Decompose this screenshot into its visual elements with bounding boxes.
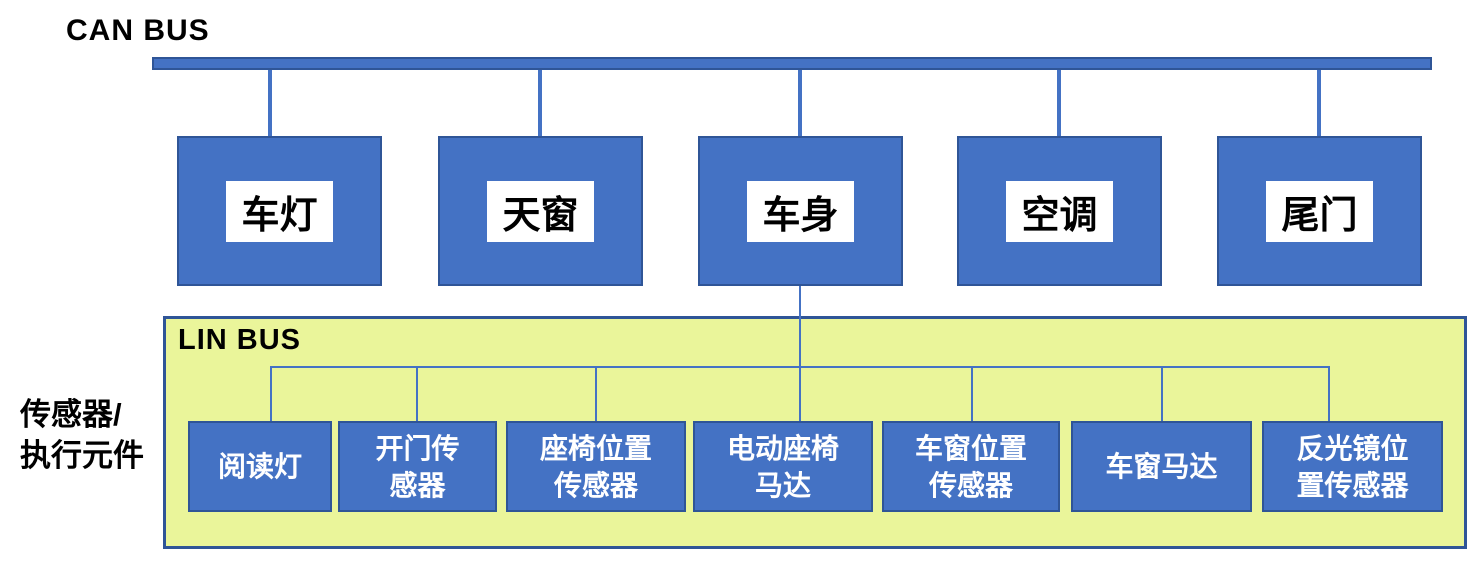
- can-node-car-lights-label: 车灯: [226, 180, 333, 242]
- can-bus-label: CAN BUS: [66, 14, 210, 47]
- lin-node-mirror-position-sensor: 反光镜位置传感器: [1262, 421, 1443, 512]
- lin-node-window-motor: 车窗马达: [1071, 421, 1252, 512]
- lin-node-reading-light: 阅读灯: [188, 421, 332, 512]
- can-connector-sunroof: [538, 70, 542, 136]
- lin-node-window-position-sensor: 车窗位置传感器: [882, 421, 1060, 512]
- lin-node-door-sensor: 开门传感器: [338, 421, 497, 512]
- can-node-ac: 空调: [957, 136, 1162, 286]
- lin-bus-line: [270, 366, 1330, 368]
- lin-connector-window-motor: [1161, 366, 1163, 423]
- can-bus-bar: [152, 57, 1432, 70]
- sensors-actuators-line1: 传感器/: [20, 397, 122, 432]
- can-node-tailgate: 尾门: [1217, 136, 1422, 286]
- can-connector-ac: [1057, 70, 1061, 136]
- lin-connector-window-position-sensor: [971, 366, 973, 423]
- can-connector-tailgate: [1317, 70, 1321, 136]
- lin-connector-mirror-position-sensor: [1328, 366, 1330, 423]
- lin-node-seat-motor: 电动座椅马达: [693, 421, 873, 512]
- lin-connector-door-sensor: [416, 366, 418, 423]
- can-node-car-lights: 车灯: [177, 136, 382, 286]
- lin-node-seat-position-sensor: 座椅位置传感器: [506, 421, 686, 512]
- can-node-body-label: 车身: [747, 180, 854, 242]
- can-connector-car-lights: [268, 70, 272, 136]
- lin-connector-reading-light: [270, 366, 272, 423]
- sensors-actuators-label: 传感器/ 执行元件: [20, 394, 144, 476]
- can-connector-body: [798, 70, 802, 136]
- can-node-sunroof-label: 天窗: [487, 180, 594, 242]
- sensors-actuators-line2: 执行元件: [20, 438, 144, 473]
- lin-connector-seat-position-sensor: [595, 366, 597, 423]
- can-node-body: 车身: [698, 136, 903, 286]
- can-node-tailgate-label: 尾门: [1266, 180, 1373, 242]
- lin-bus-label: LIN BUS: [178, 324, 301, 356]
- body-to-lin-connector: [799, 286, 801, 423]
- can-node-sunroof: 天窗: [438, 136, 643, 286]
- can-node-ac-label: 空调: [1006, 180, 1113, 242]
